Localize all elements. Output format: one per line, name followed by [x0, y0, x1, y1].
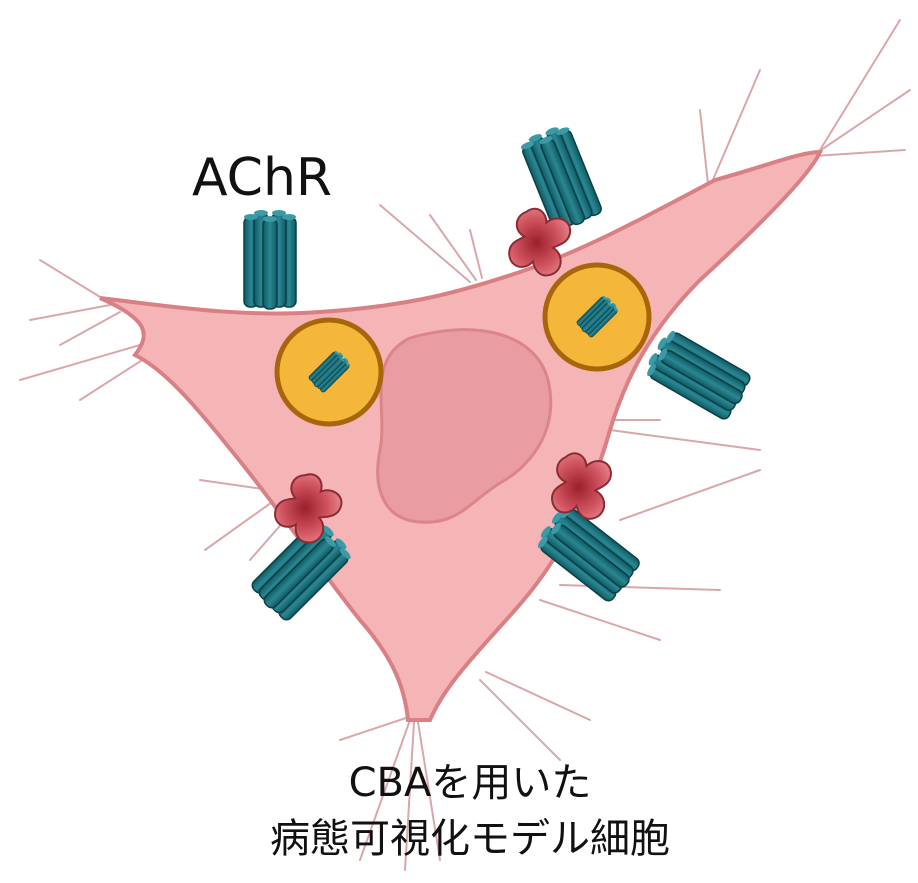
receptor-icon	[642, 327, 754, 422]
receptor-icon	[244, 210, 296, 309]
internalized-vesicle-icon	[545, 265, 649, 369]
internalized-vesicle-icon	[277, 320, 381, 424]
caption: CBAを用いた 病態可視化モデル細胞	[210, 755, 730, 867]
receptor-label: AChR	[192, 148, 332, 208]
caption-line-1: CBAを用いた	[210, 755, 730, 811]
caption-line-2: 病態可視化モデル細胞	[210, 811, 730, 867]
